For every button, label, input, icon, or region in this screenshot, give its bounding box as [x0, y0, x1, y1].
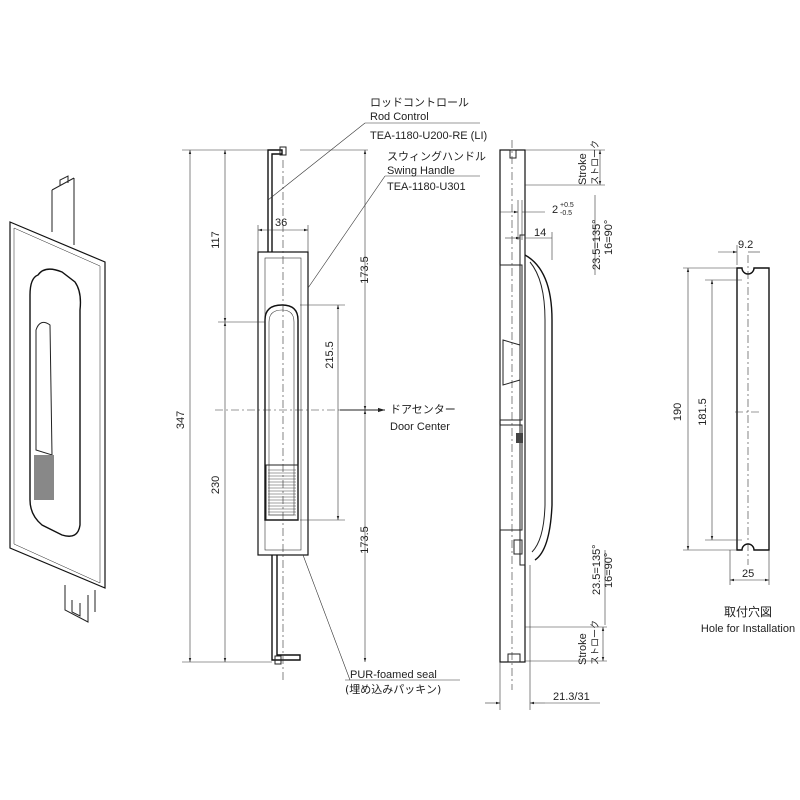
hole-title-jp: 取付穴図	[724, 604, 772, 619]
dim-angle1-top: 23.5=135°	[591, 219, 603, 270]
door-center-en: Door Center	[390, 421, 450, 433]
dim-upper: 117	[210, 231, 222, 249]
swing-handle-part: TEA-1180-U301	[387, 181, 466, 193]
dim-width: 36	[275, 217, 287, 229]
isometric-view	[9, 175, 106, 623]
seal-en: PUR-foamed seal	[350, 669, 437, 681]
stroke-top-en: Stroke	[577, 153, 589, 185]
hole-inner: 181.5	[697, 398, 709, 426]
dim-depth: 14	[534, 227, 546, 239]
hole-outer: 190	[672, 403, 684, 421]
seal-jp: (埋め込みパッキン)	[345, 683, 441, 696]
dim-angle2-bottom: 16=90°	[603, 553, 615, 588]
dim-gap-tol-minus: -0.5	[560, 210, 572, 217]
rod-control-en: Rod Control	[370, 111, 429, 123]
front-view	[215, 146, 385, 680]
side-dimensions: Stroke ストローク 2 +0.5 -0.5 14 23.5=135° 16…	[485, 140, 615, 710]
callouts: ロッドコントロール Rod Control TEA-1180-U200-RE (…	[267, 96, 487, 696]
stroke-bottom-jp: ストローク	[590, 620, 601, 665]
dim-thickness: 21.3/31	[553, 691, 590, 703]
stroke-bottom-en: Stroke	[577, 633, 589, 665]
dim-gap-tol-plus: +0.5	[560, 202, 574, 209]
front-dimensions: 347 117 230 36 173.5 173.5 215.5	[175, 149, 371, 663]
dim-angle1-bottom: 23.5=135°	[591, 544, 603, 595]
dim-angle2-top: 16=90°	[603, 220, 615, 255]
dim-gap: 2	[552, 204, 558, 216]
hole-title-en: Hole for Installation	[701, 623, 795, 635]
side-view	[499, 140, 553, 690]
rod-control-part: TEA-1180-U200-RE (LI)	[370, 130, 487, 142]
dim-overall: 347	[175, 411, 187, 429]
dim-upper-half: 173.5	[359, 256, 371, 284]
stroke-top-jp: ストローク	[590, 140, 601, 185]
door-center-jp: ドアセンター	[390, 403, 456, 416]
swing-handle-jp: スウィングハンドル	[387, 149, 486, 163]
iso-grip	[34, 455, 54, 500]
dim-lower: 230	[210, 476, 222, 494]
front-grip	[268, 469, 296, 516]
rod-control-jp: ロッドコントロール	[370, 96, 469, 109]
dim-handle: 215.5	[324, 341, 336, 369]
hole-offset: 9.2	[738, 239, 753, 251]
hole-width: 25	[742, 568, 754, 580]
swing-handle-en: Swing Handle	[387, 165, 455, 177]
installation-hole-view: 190 181.5 9.2 25 取付穴図 Hole for Installat…	[672, 239, 795, 635]
dim-lower-half: 173.5	[359, 526, 371, 554]
